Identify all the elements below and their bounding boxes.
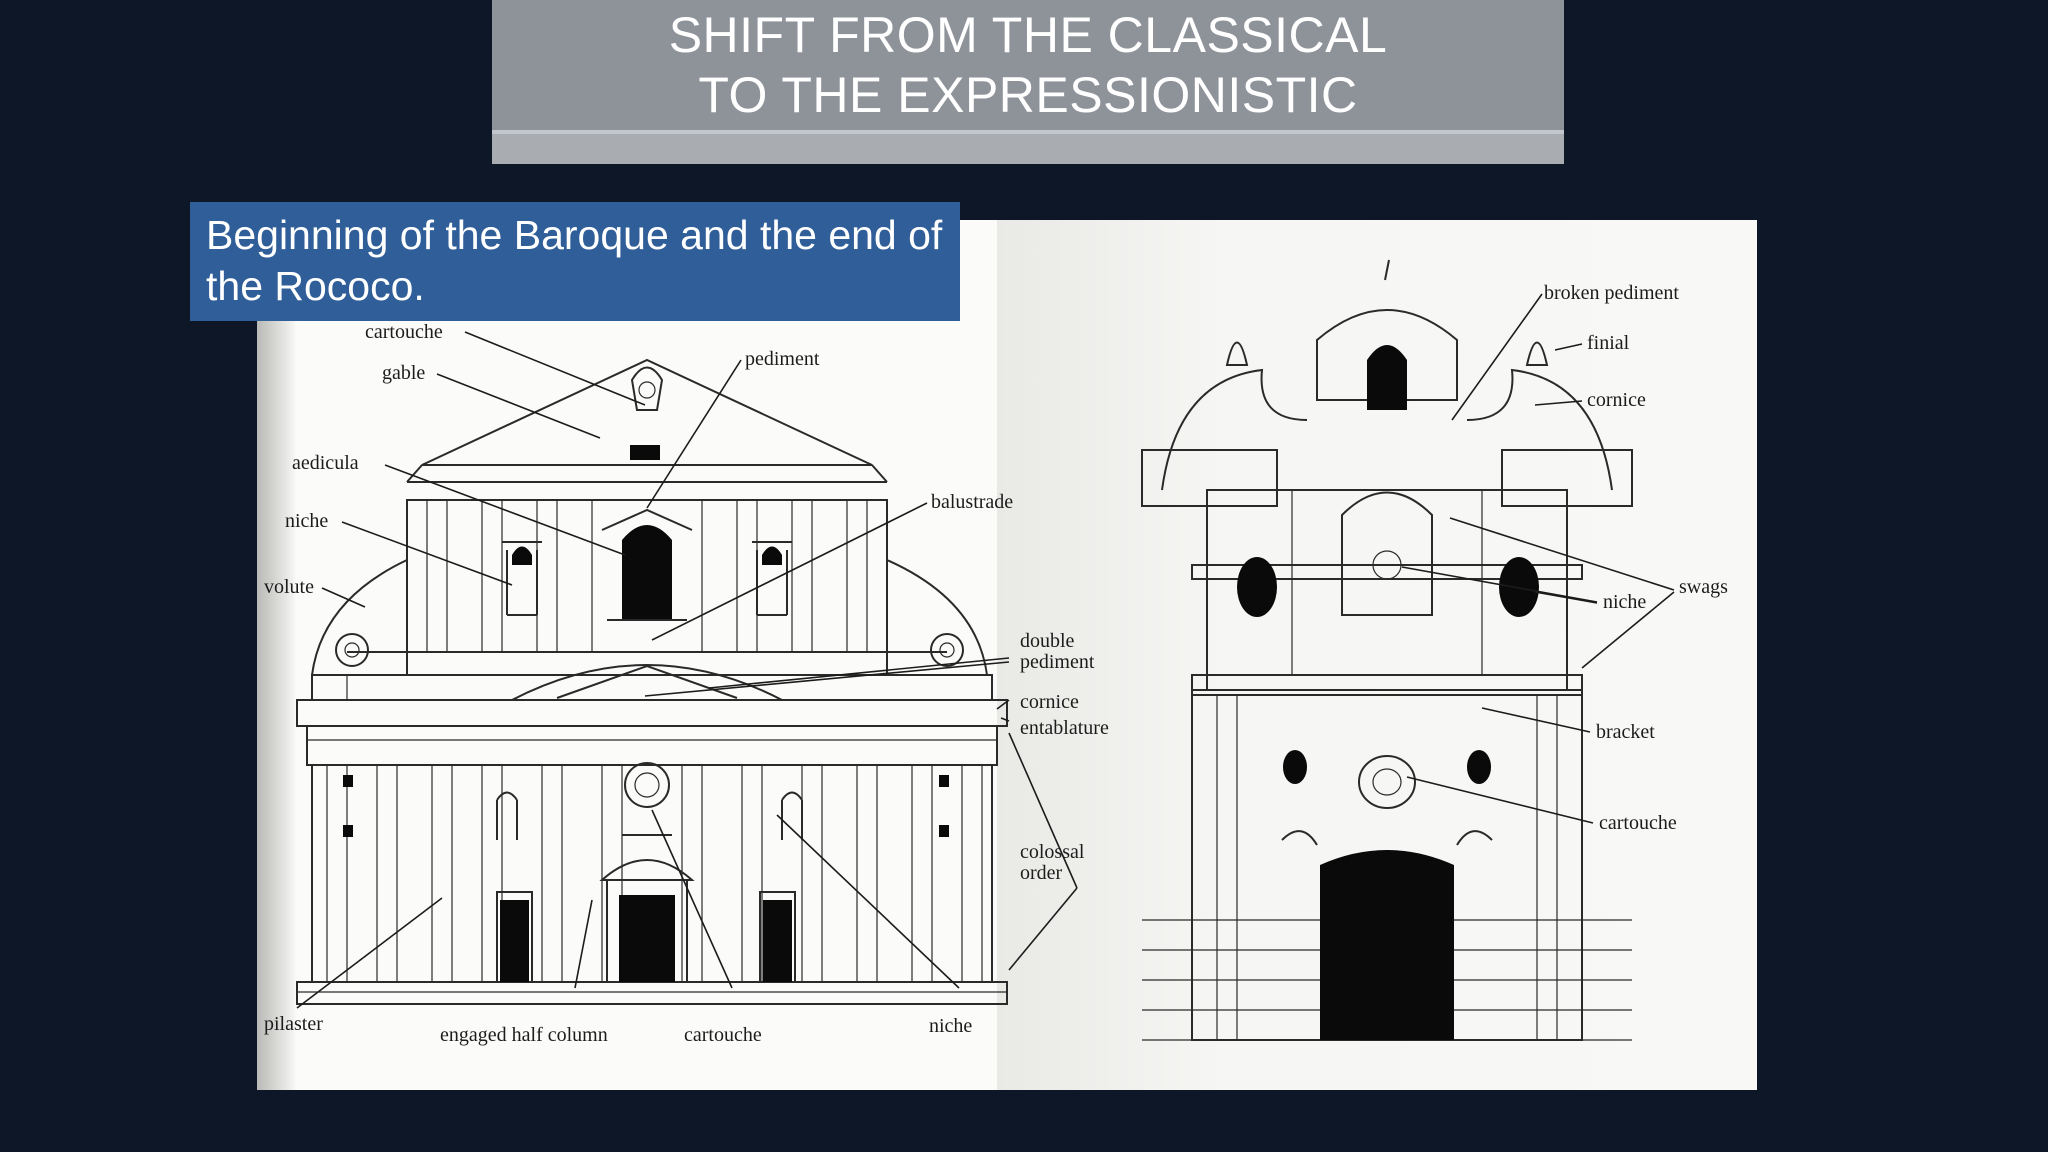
label-cornice-right: cornice	[1587, 389, 1646, 411]
label-cartouche-right: cartouche	[1599, 812, 1677, 834]
label-bracket: bracket	[1596, 721, 1655, 743]
label-entablature: entablature	[1020, 717, 1109, 739]
label-finial: finial	[1587, 332, 1630, 354]
page-shadow	[257, 220, 297, 1090]
label-engaged-half-column: engaged half column	[440, 1024, 608, 1046]
label-balustrade: balustrade	[931, 491, 1013, 513]
subtitle-text: Beginning of the Baroque and the end of …	[206, 212, 943, 309]
label-colossal: colossal	[1020, 841, 1085, 863]
label-niche-bottom: niche	[929, 1015, 972, 1037]
label-broken-pediment: broken pediment	[1544, 282, 1679, 304]
label-aedicula: aedicula	[292, 452, 359, 474]
label-gable: gable	[382, 362, 425, 384]
subtitle-box: Beginning of the Baroque and the end of …	[190, 202, 960, 321]
title-underband	[492, 134, 1564, 164]
label-double-pediment: pediment	[1020, 651, 1095, 673]
label-order: order	[1020, 862, 1063, 884]
label-cornice: cornice	[1020, 691, 1079, 713]
slide-title-line2: TO THE EXPRESSIONISTIC	[698, 67, 1358, 123]
label-swags: swags	[1679, 576, 1728, 598]
slide-title: SHIFT FROM THE CLASSICAL TO THE EXPRESSI…	[492, 0, 1564, 130]
label-pediment: pediment	[745, 348, 820, 370]
slide-title-line1: SHIFT FROM THE CLASSICAL	[668, 7, 1388, 63]
label-volute: volute	[264, 576, 314, 598]
facade-drawings: cartouche gable pediment aedicula niche …	[264, 259, 1728, 1046]
rococo-portal-drawing: broken pediment finial cornice swags nic…	[1141, 259, 1728, 1041]
label-pilaster: pilaster	[264, 1013, 323, 1035]
label-double: double	[1020, 630, 1075, 652]
label-cartouche-top: cartouche	[365, 321, 443, 343]
baroque-facade-drawing: cartouche gable pediment aedicula niche …	[264, 321, 1109, 1046]
architecture-figure: cartouche gable pediment aedicula niche …	[257, 220, 1757, 1090]
label-cartouche-bottom: cartouche	[684, 1024, 762, 1046]
title-bar: SHIFT FROM THE CLASSICAL TO THE EXPRESSI…	[492, 0, 1564, 164]
title-divider	[492, 130, 1564, 134]
label-niche-right: niche	[1603, 591, 1646, 613]
label-niche: niche	[285, 510, 328, 532]
